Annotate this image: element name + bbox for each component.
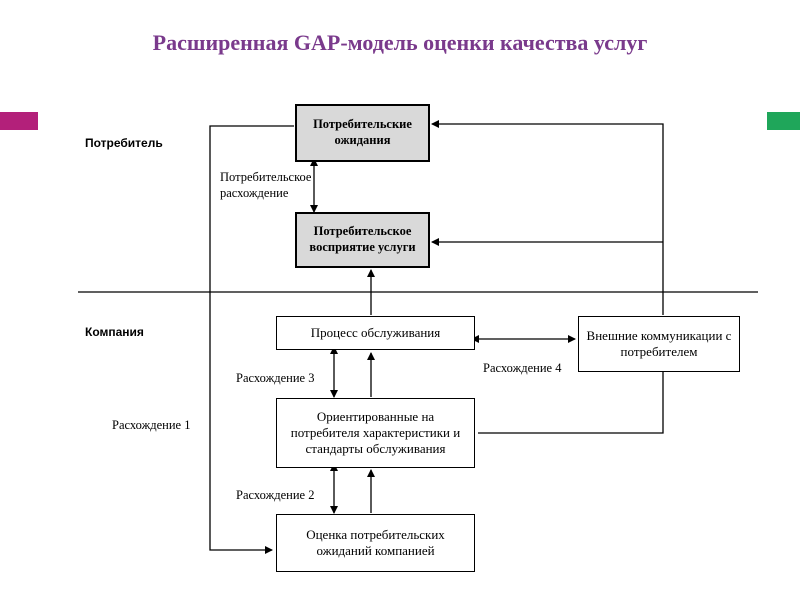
standards-to-comms-line xyxy=(478,372,664,434)
left-accent-bar xyxy=(0,112,38,130)
standards-box: Ориентированные на потребителя характери… xyxy=(276,398,475,468)
section-consumer: Потребитель xyxy=(85,136,163,150)
right-accent-bar xyxy=(767,112,800,130)
expectations-box: Потребительские ожидания xyxy=(295,104,430,162)
external-comms-box: Внешние коммуникации с потребителем xyxy=(578,316,740,372)
perception-box: Потребительское восприятие услуги xyxy=(295,212,430,268)
comms-to-expectations-arrow xyxy=(431,120,664,315)
page-title: Расширенная GAP-модель оценки качества у… xyxy=(152,30,648,55)
service-process-box: Процесс обслуживания xyxy=(276,316,475,350)
company-assessment-box: Оценка потребительских ожиданий компание… xyxy=(276,514,475,572)
gap4-label: Расхождение 4 xyxy=(483,361,562,375)
gap3-label: Расхождение 3 xyxy=(236,371,315,385)
gap1-label: Расхождение 1 xyxy=(112,418,191,432)
gap1-loop-arrow xyxy=(209,125,294,554)
gap2-label: Расхождение 2 xyxy=(236,488,315,502)
consumer-gap-label: Потребительское расхождение xyxy=(220,170,312,200)
section-company: Компания xyxy=(85,325,144,339)
